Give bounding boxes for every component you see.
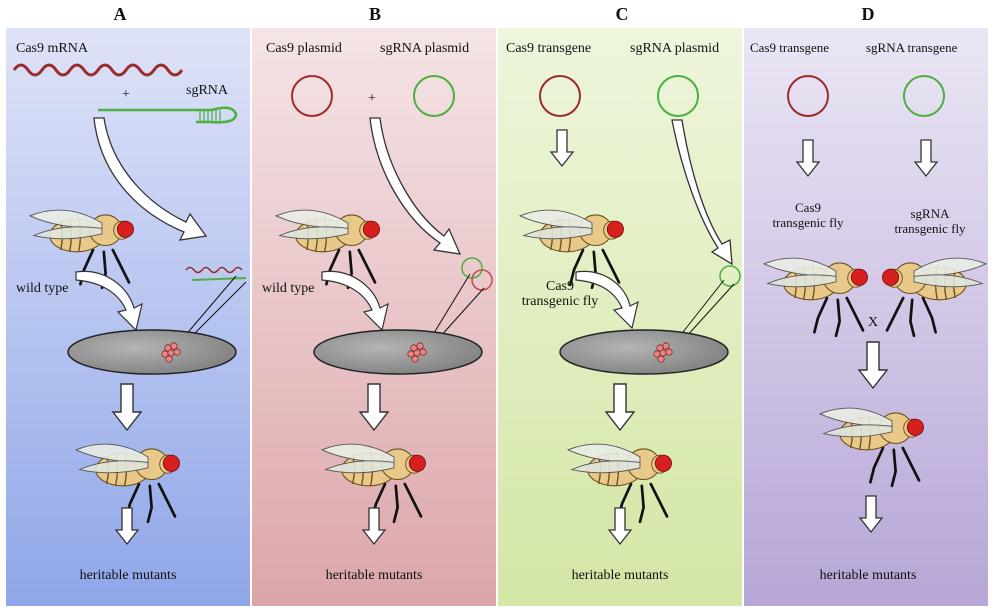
panel-d-right-fly-label-2: transgenic fly xyxy=(894,221,966,236)
panel-b-curved-arrow-icon xyxy=(369,117,462,255)
panel-a-plus: + xyxy=(122,87,130,102)
panel-b-cas9-plasmid-icon xyxy=(291,75,333,117)
panel-c-cas9-label: Cas9 transgene xyxy=(506,41,591,56)
panel-a-sgrna-label: sgRNA xyxy=(186,83,229,98)
panel-a-mix-wave-icon xyxy=(185,266,243,274)
panel-d-sgrna-label: sgRNA transgene xyxy=(866,40,958,55)
panel-a-letter: A xyxy=(114,4,127,24)
panel-b-embryo-icon xyxy=(313,329,483,375)
panel-c-curved-arrow-2-icon xyxy=(575,270,639,330)
panel-d-left-fly-label-2: transgenic fly xyxy=(772,215,844,230)
cas9-mrna-wave-icon xyxy=(12,63,184,77)
panel-a-curved-arrow-icon xyxy=(93,117,208,241)
panel-c-fly-label-2: transgenic fly xyxy=(522,294,599,309)
panel-b-letter: B xyxy=(369,4,381,24)
panel-d-cas9-label: Cas9 transgene xyxy=(750,40,829,55)
sgrna-hairpin-icon xyxy=(98,106,238,124)
panel-b-result-label: heritable mutants xyxy=(326,568,423,583)
panel-b-fly-label: wild type xyxy=(262,281,315,296)
panel-a: Cas9 mRNA + sgRNA wild type he xyxy=(12,41,247,583)
panel-c-cas9-transgene-icon xyxy=(539,75,581,117)
panel-c-embryo-icon xyxy=(559,329,729,375)
panel-c-curved-arrow-icon xyxy=(671,119,733,266)
panel-b-sgrna-label: sgRNA plasmid xyxy=(380,41,469,56)
panel-d-result-label: heritable mutants xyxy=(820,568,917,583)
panel-d-right-fly-label-1: sgRNA xyxy=(910,206,950,221)
panel-c: Cas9 transgene sgRNA plasmid Cas9 transg… xyxy=(506,41,741,583)
panel-a-fly-label: wild type xyxy=(16,281,69,296)
panel-d-cross-symbol: X xyxy=(868,315,878,330)
panel-b-cas9-label: Cas9 plasmid xyxy=(266,41,342,56)
panel-b-plus: + xyxy=(368,91,376,106)
panel-b: Cas9 plasmid sgRNA plasmid + wild type h… xyxy=(262,41,493,583)
panel-d-letter: D xyxy=(862,4,875,24)
panel-a-embryo-icon xyxy=(67,329,237,375)
panel-c-result-label: heritable mutants xyxy=(572,568,669,583)
panel-a-result-label: heritable mutants xyxy=(80,568,177,583)
panel-a-mix-sgrna-icon xyxy=(191,277,247,281)
panel-c-sgrna-plasmid-icon xyxy=(657,75,699,117)
panel-a-cas9-mrna-label: Cas9 mRNA xyxy=(16,41,89,56)
panel-c-sgrna-label: sgRNA plasmid xyxy=(630,41,719,56)
panel-d-sgrna-transgene-icon xyxy=(903,75,945,117)
panel-b-sgrna-plasmid-icon xyxy=(413,75,455,117)
panel-d: Cas9 transgene sgRNA transgene Cas9 tran… xyxy=(750,40,988,583)
panel-c-fly-label-1: Cas9 xyxy=(546,279,574,294)
panel-c-small-sgrna-plasmid-icon xyxy=(719,265,741,287)
panel-d-left-fly-label-1: Cas9 xyxy=(795,200,821,215)
panel-d-cas9-transgene-icon xyxy=(787,75,829,117)
panel-c-letter: C xyxy=(616,4,629,24)
